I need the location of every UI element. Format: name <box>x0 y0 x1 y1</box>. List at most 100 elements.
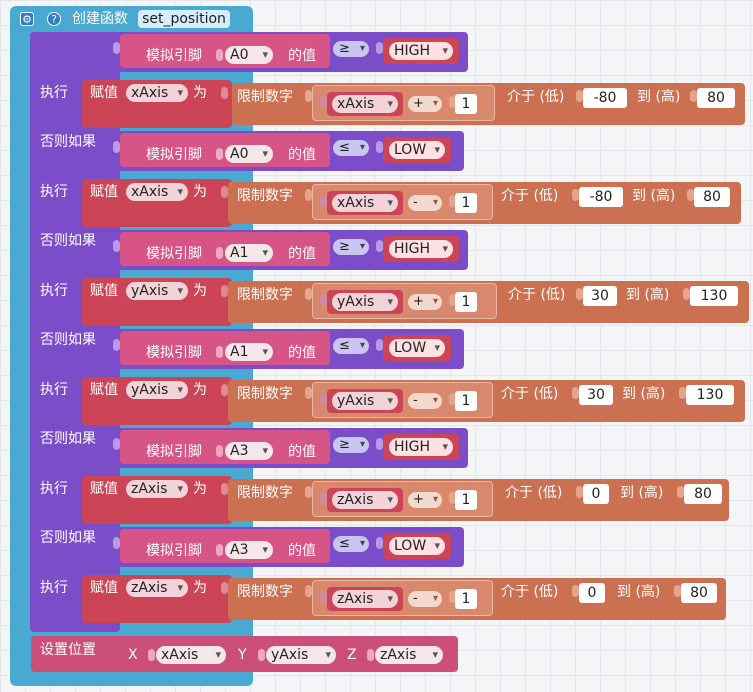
low-number-field[interactable]: -80 <box>583 88 627 108</box>
y-variable-dropdown[interactable]: yAxis <box>266 646 336 664</box>
comparison-operator-dropdown[interactable]: ≥ <box>333 437 369 453</box>
variable-dropdown[interactable]: yAxis <box>332 392 398 410</box>
socket-nib <box>572 585 579 597</box>
pin-dropdown[interactable]: A0 <box>225 46 273 64</box>
arithmetic-operator-dropdown[interactable]: - <box>408 591 442 607</box>
between-label: 介于 (低) <box>501 386 559 402</box>
arithmetic-operator-dropdown[interactable]: + <box>408 294 442 310</box>
arithmetic-operator-dropdown[interactable]: + <box>408 492 442 508</box>
socket-nib <box>113 537 120 549</box>
socket-nib <box>305 387 312 399</box>
variable-dropdown[interactable]: xAxis <box>332 95 398 113</box>
to-label: 到 (高) <box>626 287 670 303</box>
socket-nib <box>113 42 120 54</box>
step-number-field[interactable]: 1 <box>455 490 477 510</box>
assign-variable-dropdown[interactable]: xAxis <box>126 84 188 102</box>
to-label: 到 (高) <box>617 584 661 600</box>
comparison-operator-dropdown[interactable]: ≤ <box>333 536 369 552</box>
socket-nib <box>376 240 383 252</box>
between-label: 介于 (低) <box>507 89 565 105</box>
do-row <box>30 274 80 326</box>
logic-level-dropdown[interactable]: LOW <box>389 339 445 357</box>
to-label: 到 (高) <box>632 188 676 204</box>
z-variable-dropdown[interactable]: zAxis <box>375 646 443 664</box>
pin-dropdown[interactable]: A3 <box>225 541 273 559</box>
set-position-label: 设置位置 <box>40 642 96 658</box>
step-number-field[interactable]: 1 <box>455 391 477 411</box>
pin-dropdown[interactable]: A3 <box>225 442 273 460</box>
logic-level-dropdown[interactable]: HIGH <box>389 42 453 60</box>
pin-dropdown[interactable]: A1 <box>225 244 273 262</box>
socket-nib <box>221 384 228 396</box>
high-number-field[interactable]: 80 <box>681 583 717 603</box>
x-variable-dropdown[interactable]: xAxis <box>156 646 226 664</box>
variable-dropdown[interactable]: xAxis <box>332 194 398 212</box>
socket-nib <box>216 346 223 358</box>
socket-nib <box>376 141 383 153</box>
do-row <box>30 472 80 524</box>
analog-read-label: 模拟引脚 <box>146 444 202 460</box>
low-number-field[interactable]: -80 <box>579 187 623 207</box>
assign-variable-dropdown[interactable]: zAxis <box>126 480 188 498</box>
logic-level-dropdown[interactable]: LOW <box>389 537 445 555</box>
assign-variable-dropdown[interactable]: xAxis <box>126 183 188 201</box>
as-label: 为 <box>193 580 207 596</box>
step-number-field[interactable]: 1 <box>455 292 477 312</box>
assign-variable-dropdown[interactable]: yAxis <box>126 282 188 300</box>
comparison-operator-dropdown[interactable]: ≤ <box>333 140 369 156</box>
else-if-label: 否则如果 <box>40 134 96 150</box>
low-number-field[interactable]: 0 <box>583 484 609 504</box>
socket-nib <box>305 90 312 102</box>
arithmetic-operator-dropdown[interactable]: - <box>408 195 442 211</box>
gear-icon[interactable]: ⚙ <box>20 12 34 26</box>
constrain-label: 限制数字 <box>237 89 293 105</box>
step-number-field[interactable]: 1 <box>455 589 477 609</box>
high-number-field[interactable]: 80 <box>694 187 730 207</box>
socket-nib <box>221 582 228 594</box>
assign-label: 赋值 <box>90 382 118 398</box>
low-number-field[interactable]: 0 <box>579 583 605 603</box>
low-number-field[interactable]: 30 <box>579 385 613 405</box>
socket-nib <box>320 294 327 306</box>
high-number-field[interactable]: 80 <box>684 484 722 504</box>
variable-dropdown[interactable]: zAxis <box>332 590 398 608</box>
socket-nib <box>367 649 374 661</box>
logic-level-dropdown[interactable]: LOW <box>389 141 445 159</box>
variable-dropdown[interactable]: yAxis <box>332 293 398 311</box>
else-if-label: 否则如果 <box>40 332 96 348</box>
arithmetic-operator-dropdown[interactable]: + <box>408 96 442 112</box>
socket-nib <box>320 393 327 405</box>
high-number-field[interactable]: 80 <box>697 88 735 108</box>
assign-variable-dropdown[interactable]: zAxis <box>126 579 188 597</box>
assign-variable-dropdown[interactable]: yAxis <box>126 381 188 399</box>
logic-level-dropdown[interactable]: HIGH <box>389 438 453 456</box>
comparison-operator-dropdown[interactable]: ≥ <box>333 239 369 255</box>
low-number-field[interactable]: 30 <box>583 286 617 306</box>
comparison-operator-dropdown[interactable]: ≤ <box>333 338 369 354</box>
pin-dropdown[interactable]: A1 <box>225 343 273 361</box>
socket-nib <box>449 96 456 108</box>
as-label: 为 <box>193 283 207 299</box>
high-number-field[interactable]: 130 <box>686 385 734 405</box>
step-number-field[interactable]: 1 <box>455 193 477 213</box>
comparison-operator-dropdown[interactable]: ≥ <box>333 41 369 57</box>
function-name-field[interactable]: set_position <box>138 10 230 28</box>
high-number-field[interactable]: 130 <box>690 286 738 306</box>
socket-nib <box>572 189 579 201</box>
step-number-field[interactable]: 1 <box>455 94 477 114</box>
socket-nib <box>320 96 327 108</box>
logic-level-dropdown[interactable]: HIGH <box>389 240 453 258</box>
socket-nib <box>320 195 327 207</box>
pin-dropdown[interactable]: A0 <box>225 145 273 163</box>
arithmetic-operator-dropdown[interactable]: - <box>408 393 442 409</box>
socket-nib <box>216 49 223 61</box>
help-icon[interactable]: ? <box>47 12 61 26</box>
socket-nib <box>376 42 383 54</box>
variable-dropdown[interactable]: zAxis <box>332 491 398 509</box>
socket-nib <box>674 585 681 597</box>
socket-nib <box>576 486 583 498</box>
socket-nib <box>148 649 155 661</box>
constrain-label: 限制数字 <box>237 188 293 204</box>
else-if-label: 否则如果 <box>40 431 96 447</box>
